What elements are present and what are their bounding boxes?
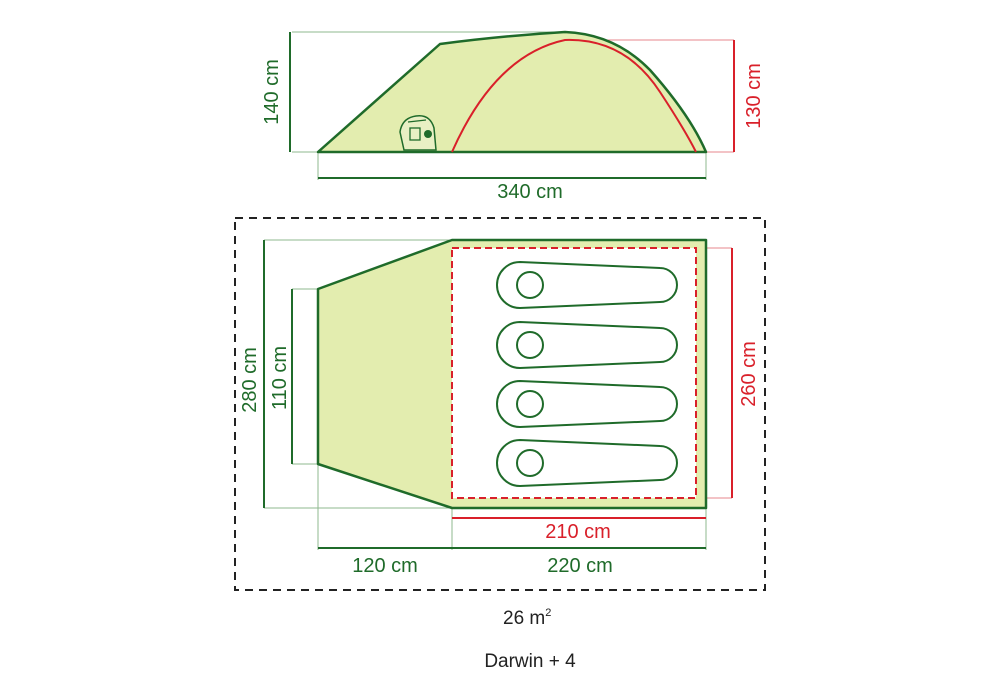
floor-inner-width-label: 260 cm — [738, 341, 760, 407]
floor-inner-length-label: 210 cm — [545, 521, 611, 543]
side-inner-height-label: 130 cm — [743, 63, 765, 129]
side-total-length-label: 340 cm — [497, 181, 563, 203]
floor-porch-width-label: 110 cm — [269, 346, 291, 410]
side-total-height-label: 140 cm — [261, 59, 283, 125]
footprint-boundary — [234, 217, 766, 591]
area-superscript: 2 — [545, 607, 551, 619]
sleeping-bag — [496, 438, 678, 488]
floor-total-width-label: 280 cm — [239, 347, 261, 413]
sleeping-bag — [496, 260, 678, 310]
tent-side-outline — [316, 30, 708, 154]
backpack-icon — [399, 115, 437, 151]
area-label: 26 m2 — [503, 607, 551, 629]
floor-cabin-length-label: 220 cm — [547, 555, 613, 577]
inner-tent-side-outline — [451, 38, 697, 153]
side-view: 140 cm 130 cm 340 cm — [261, 30, 765, 203]
sleeping-bag — [496, 320, 678, 370]
floor-porch-length-label: 120 cm — [352, 555, 418, 577]
model-name: Darwin + 4 — [484, 651, 576, 672]
sleeping-bag — [496, 379, 678, 429]
floor-plan: 280 cm 110 cm 260 cm 210 cm 120 cm 220 c… — [234, 217, 766, 591]
area-value: 26 m — [503, 608, 545, 629]
